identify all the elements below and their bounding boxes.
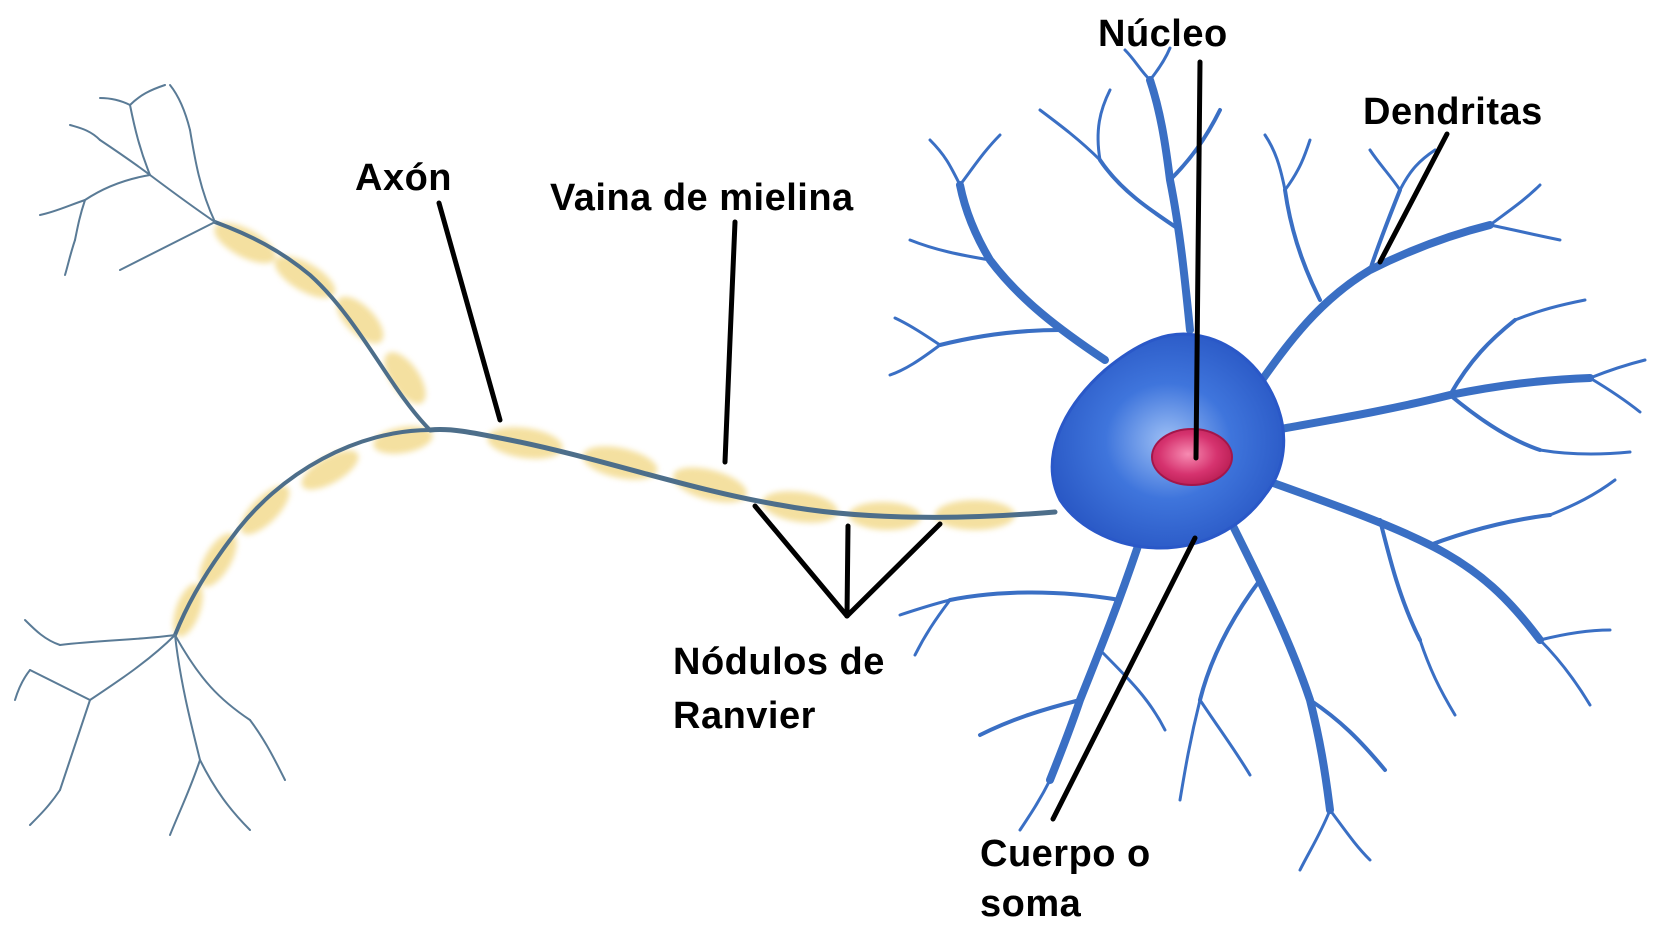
pointer-axon — [439, 203, 500, 420]
pointer-nodulos-b — [847, 526, 848, 616]
label-cuerpo-line1: Cuerpo o — [980, 828, 1151, 880]
pointer-nodulos-c — [847, 524, 940, 616]
axon-terminals-lower — [15, 620, 285, 835]
label-nodulos-line2: Ranvier — [673, 690, 816, 742]
pointer-nodulos-a — [755, 506, 847, 616]
axon-terminals-upper — [40, 85, 215, 275]
label-dendritas: Dendritas — [1363, 86, 1543, 138]
label-vaina-de-mielina: Vaina de mielina — [550, 172, 854, 224]
label-nucleo: Núcleo — [1098, 8, 1228, 60]
label-axon: Axón — [355, 152, 452, 204]
label-cuerpo-line2: soma — [980, 878, 1081, 930]
label-nodulos-line1: Nódulos de — [673, 636, 885, 688]
nucleus — [1152, 429, 1232, 485]
pointer-vaina — [725, 222, 735, 462]
